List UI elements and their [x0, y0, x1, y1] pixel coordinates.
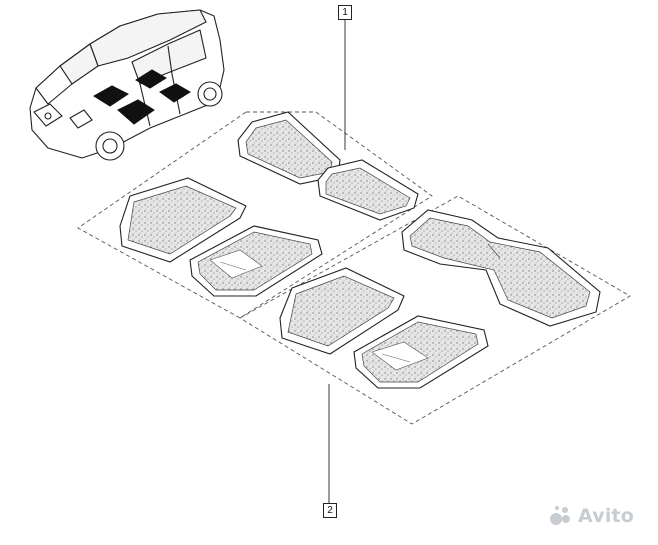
- mat-front-driver-2: [279, 267, 405, 355]
- avito-logo-icon: [550, 506, 570, 525]
- mat-front-passenger-2: [353, 315, 489, 389]
- callout-1: 1: [338, 5, 352, 20]
- set-boundary-2: [239, 195, 631, 425]
- watermark: Avito: [548, 503, 634, 529]
- mat-front-passenger-1: [189, 225, 323, 297]
- car-floor-mats: [93, 69, 191, 125]
- mat-front-driver-1: [119, 177, 247, 263]
- mat-rear-right-1: [317, 159, 419, 221]
- car-illustration: [29, 9, 225, 161]
- leader-lines: [328, 19, 346, 503]
- set-boundary-1: [77, 111, 433, 319]
- mat-rear-bench-2: [401, 209, 601, 327]
- watermark-text: Avito: [578, 505, 635, 527]
- callout-2: 2: [323, 503, 337, 518]
